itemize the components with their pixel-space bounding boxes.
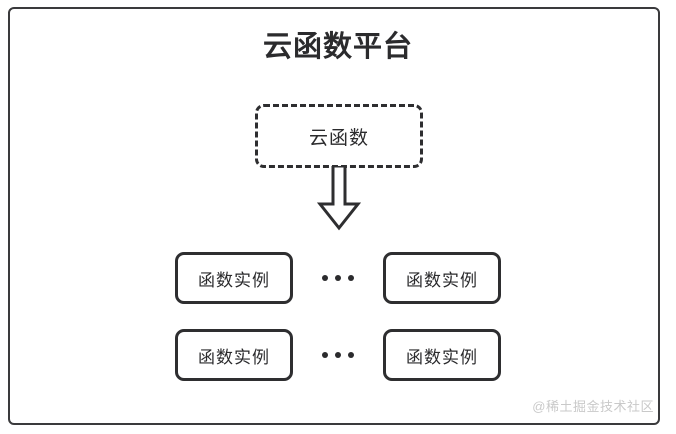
function-instance-label: 函数实例 [406,270,478,290]
function-instance-box[interactable]: 函数实例 [383,252,501,304]
ellipsis-indicator: ... [293,329,383,381]
cloud-function-label: 云函数 [308,127,369,149]
ellipsis-dot [348,352,354,358]
ellipsis-indicator: ... [293,252,383,304]
watermark: @稀土掘金技术社区 [532,399,654,414]
function-instance-label: 函数实例 [198,347,270,367]
ellipsis-dot [335,275,341,281]
function-instance-box[interactable]: 函数实例 [383,329,501,381]
ellipsis-dot [322,352,328,358]
page-title: 云函数平台 [262,31,413,63]
cloud-function-box[interactable]: 云函数 [255,104,423,168]
down-block-arrow-icon [312,164,366,232]
function-instance-label: 函数实例 [198,270,270,290]
function-instance-label: 函数实例 [406,347,478,367]
instance-row: 函数实例 ... 函数实例 [0,252,676,304]
ellipsis-dot [335,352,341,358]
instance-row: 函数实例 ... 函数实例 [0,329,676,381]
function-instance-box[interactable]: 函数实例 [175,329,293,381]
ellipsis-dot [322,275,328,281]
function-instance-box[interactable]: 函数实例 [175,252,293,304]
ellipsis-dot [348,275,354,281]
